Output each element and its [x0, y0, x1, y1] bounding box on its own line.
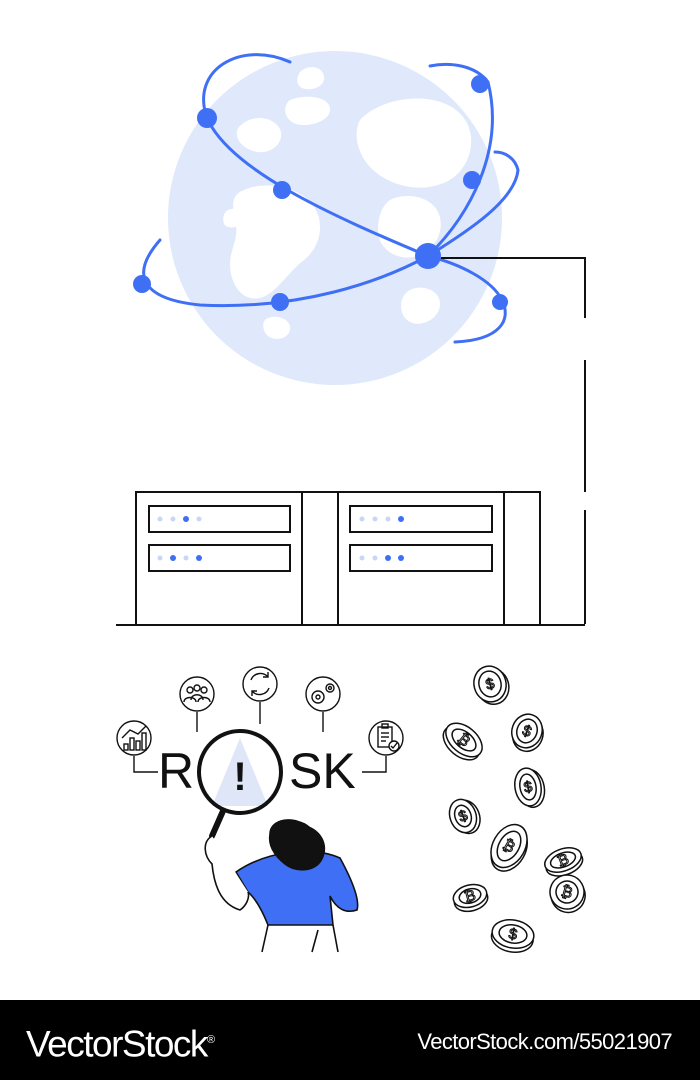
risk-letters-sk: SK [289, 743, 356, 799]
dollar-coin-icon: $ [511, 713, 544, 753]
orbit-node [471, 75, 489, 93]
orbit-node [271, 293, 289, 311]
orbit-hub-node [415, 243, 441, 269]
bitcoin-coin-icon: ₿ [452, 883, 489, 913]
magnifying-glass [197, 729, 283, 839]
brand-logo: VectorStock® [26, 1016, 215, 1068]
warning-triangle [212, 738, 268, 806]
orbit-node [273, 181, 291, 199]
orbit-node [197, 108, 217, 128]
orbit-nodes [133, 75, 508, 311]
brand-name: VectorStock [26, 1023, 208, 1065]
risk-letter-r: R [158, 743, 194, 799]
team-icon [179, 676, 215, 712]
falling-coins: $ ₿ $ $ $ ₿ ₿ ₿ [442, 665, 586, 953]
orbit-node [463, 171, 481, 189]
connector-cable [441, 257, 586, 624]
svg-text:₿: ₿ [463, 887, 478, 906]
clipboard-check-icon [368, 720, 404, 756]
server-status-lights [157, 516, 404, 561]
globe [168, 51, 502, 385]
gears-icon [305, 676, 341, 712]
dollar-coin-icon: $ [514, 767, 546, 809]
magnifier-handle [209, 808, 226, 839]
bitcoin-coin-icon: ₿ [490, 823, 528, 872]
bar-chart-icon [116, 720, 152, 756]
stock-id: VectorStock.com/55021907 [417, 1029, 672, 1054]
registered-mark: ® [206, 1034, 215, 1046]
orbit-node [133, 275, 151, 293]
bitcoin-coin-icon: ₿ [549, 874, 586, 914]
exclamation-mark: ! [233, 755, 246, 799]
dollar-coin-icon: $ [473, 665, 510, 706]
dollar-coin-icon: $ [448, 798, 481, 835]
risk-icons [116, 666, 404, 773]
person-inspecting [204, 819, 359, 953]
watermark-footer: VectorStock® VectorStock.com/55021907 [0, 1000, 700, 1080]
svg-text:₿: ₿ [559, 883, 574, 902]
illustration: R SK ! $ ₿ $ $ $ [116, 51, 586, 953]
refresh-icon [242, 666, 278, 702]
bitcoin-coin-icon: ₿ [442, 722, 483, 761]
bitcoin-coin-icon: ₿ [544, 847, 584, 877]
dollar-coin-icon: $ [490, 918, 535, 953]
orbit-node [492, 294, 508, 310]
server-rack [116, 491, 585, 626]
